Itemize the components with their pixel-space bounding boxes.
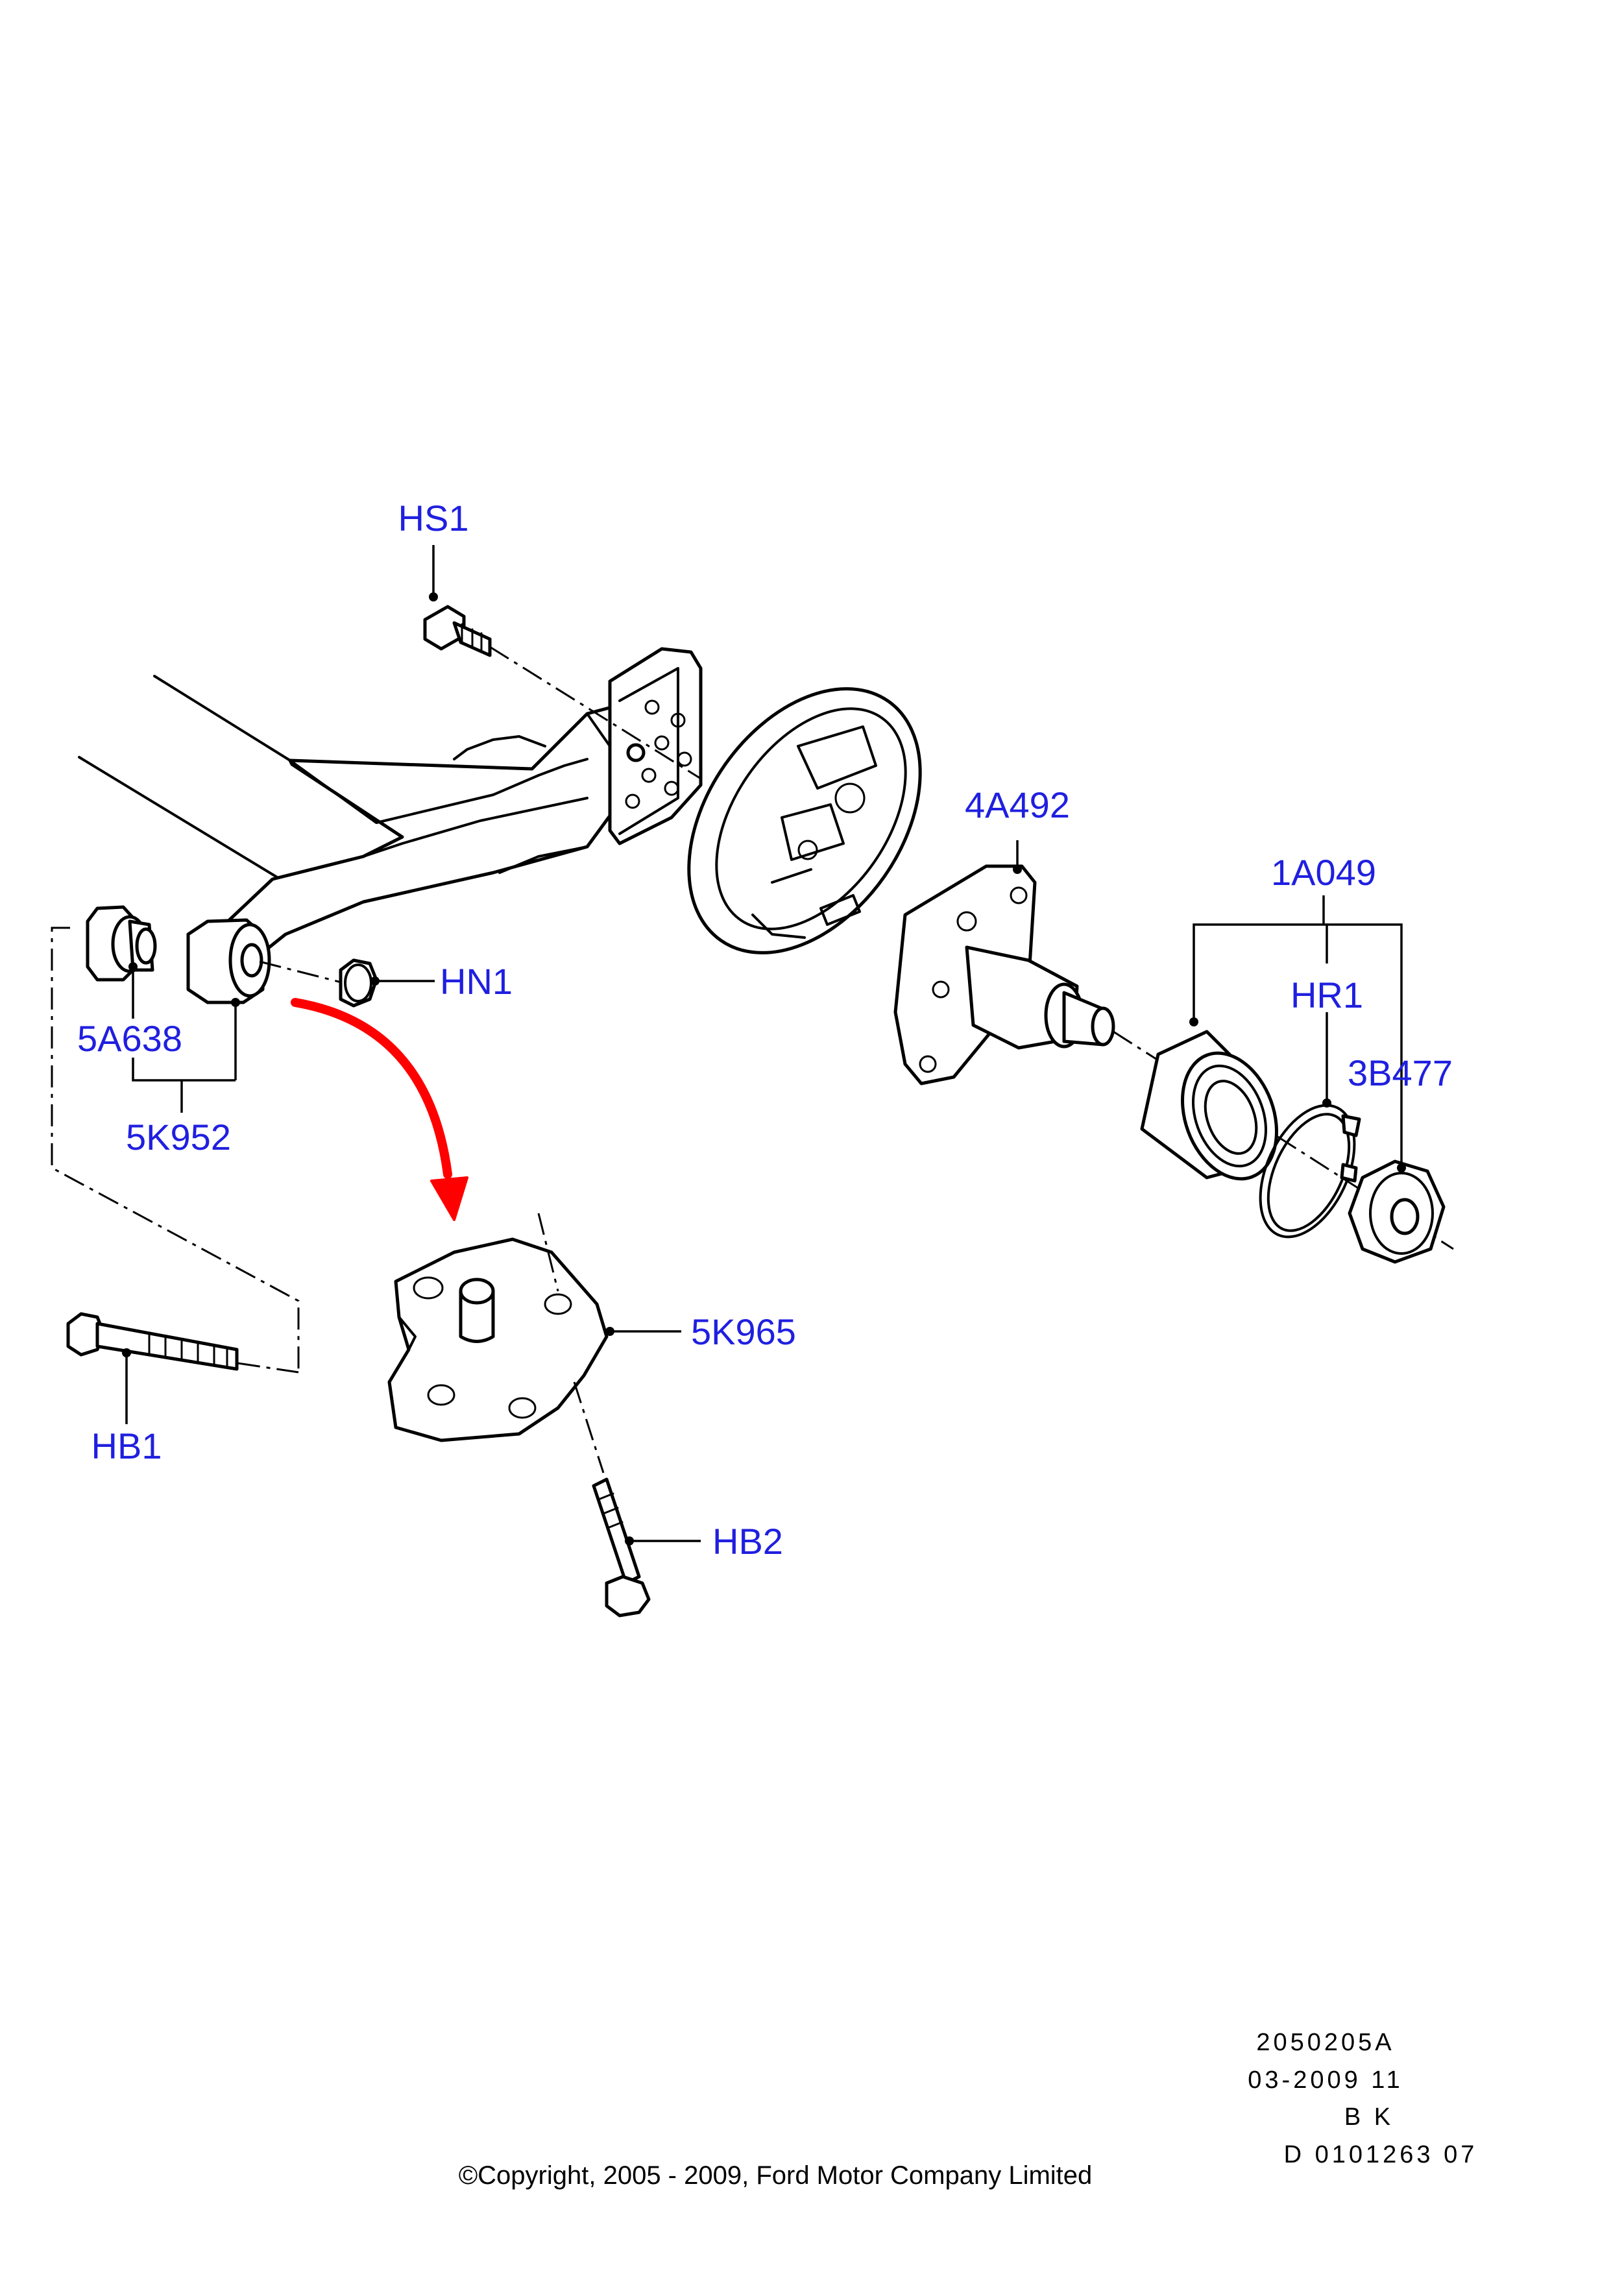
callout-hn1: HN1 [440,961,513,1002]
leader-lines [122,545,1406,1546]
callout-4a492: 4A492 [965,784,1070,825]
callout-5k952: 5K952 [126,1117,231,1158]
drawing-code: B K [1344,2103,1394,2131]
callout-hs1: HS1 [398,498,469,539]
red-curved-arrow-icon [291,998,468,1221]
callout-5k965: 5K965 [691,1311,796,1352]
drawing-reference: D 0101263 07 [1284,2141,1478,2168]
drawing-number: 2050205A [1256,2029,1394,2056]
bushing-5a638 [86,905,157,982]
hub-nut-3b477 [1348,1159,1446,1264]
circlip-hr1 [1259,1104,1361,1239]
twist-beam-axle [78,647,703,962]
bracket-5k965 [387,1213,609,1442]
callout-hr1: HR1 [1291,975,1363,1015]
callout-hb1: HB1 [91,1425,162,1466]
callout-hb2: HB2 [712,1521,783,1562]
stub-axle-4a492 [893,864,1454,1250]
wheel-bearing-1a049 [1140,1030,1278,1181]
bushing-5k952 [186,918,271,1004]
bolt-hb2 [573,1381,651,1618]
hs1-bolt [423,605,492,657]
callout-5a638: 5A638 [77,1018,182,1059]
drawing-date: 03-2009 11 [1248,2067,1403,2094]
bolt-hb1 [66,1312,239,1371]
copyright-notice: ©Copyright, 2005 - 2009, Ford Motor Comp… [459,2161,1093,2190]
callout-3b477: 3B477 [1348,1052,1453,1093]
callout-1a049: 1A049 [1271,852,1376,893]
brake-backing-plate [687,687,922,954]
drawing-reference-block: 2050205A 03-2009 11 B K D 0101263 07 [1248,2029,1478,2168]
